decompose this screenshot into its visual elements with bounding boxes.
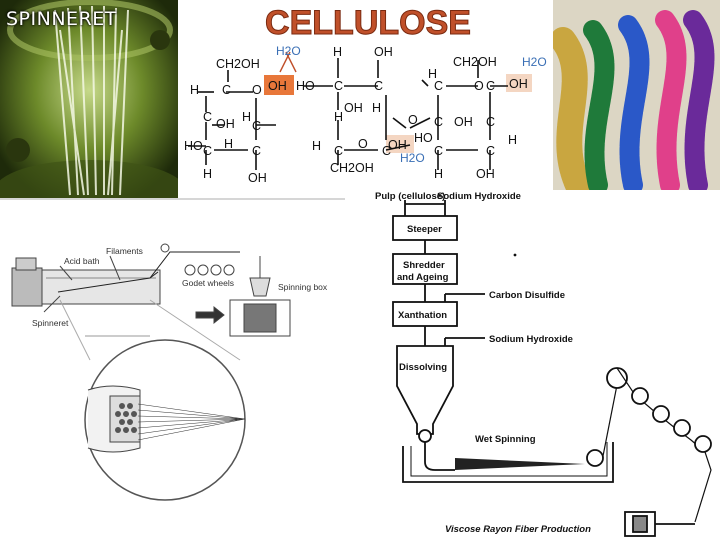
c-atom: C [486,79,495,93]
viscose-process-flowchart: Pulp (cellulose) Sodium Hydroxide Steepe… [345,190,720,540]
bond-lines [188,58,508,170]
godet-wheels-label: Godet wheels [182,278,234,288]
spinning-process-drawing: Acid bath Filaments Godet wheels Spinnin… [11,243,328,501]
oh-highlight-box [264,75,294,95]
acid-bath-label: Acid bath [64,256,100,266]
h-atom: H [372,101,381,115]
filaments-label: Filaments [106,246,143,256]
oh-highlighted: OH [268,79,287,93]
speck [513,253,517,257]
yarn-skein [553,27,591,190]
oh-label: OH [476,167,495,181]
c-atom: C [434,115,443,129]
input-carbon-disulfide: Carbon Disulfide [489,290,565,301]
step-steeper: Steeper [407,224,442,235]
c-atom: C [382,144,391,158]
o-atom: O [408,113,418,127]
step-ageing: and Ageing [397,272,449,283]
h-atom: H [190,83,199,97]
o-atom: O [358,137,368,151]
oh-faded: OH [388,138,407,152]
cellulose-structure: CELLULOSE [178,0,553,190]
c-atom: C [334,144,343,158]
dissolving-tank [396,345,454,435]
h-atom: H [508,133,517,147]
reaction-arrows [279,51,297,73]
h-atom: H [312,139,321,153]
c-atom: C [252,119,261,133]
wet-spinning-diagram: Acid bath Filaments Godet wheels Spinnin… [0,198,345,542]
spinneret-photo: SPINNERET [0,0,178,200]
water-label: H2O [400,151,425,165]
ho-label: HO [296,79,315,93]
cellulose-diagram: CELLULOSE [184,4,547,186]
ho-label: HO [414,131,433,145]
c-atom: C [434,144,443,158]
cellulose-title: CELLULOSE [265,4,471,42]
h-atom: H [333,45,342,59]
rayon-yarn-photo [553,0,720,190]
c-atom: C [334,79,343,93]
ch2oh-label: CH2OH [453,55,497,69]
h-atom: H [242,110,251,124]
input-sodium-hydroxide-2: Sodium Hydroxide [489,334,573,345]
yarn-skein [683,10,715,190]
c-atom: C [203,144,212,158]
ch2oh-label: CH2OH [216,57,260,71]
h-atom: H [203,167,212,181]
h-atom: H [334,110,343,124]
shredder-box [392,253,458,285]
oh-label: OH [454,115,473,129]
spinning-box-label: Spinning box [278,282,328,292]
oh-label: OH [344,101,363,115]
process-drawing: Pulp (cellulose) Sodium Hydroxide Steepe… [375,191,712,537]
oh-faded-box-2 [506,74,532,92]
yarn-skeins-image [553,0,720,190]
c-atom: C [252,144,261,158]
xanthation-box [392,301,458,327]
water-label: H2O [522,55,547,69]
input-pulp: Pulp (cellulose) [375,191,445,202]
ch2oh-label: CH2OH [330,161,374,175]
spinneret-label: Spinneret [32,318,69,328]
o-atom: O [474,79,484,93]
o-atom: O [252,83,262,97]
step-dissolving: Dissolving [399,362,447,373]
h-atom: H [428,67,437,81]
c-atom: C [434,79,443,93]
input-sodium-hydroxide-1: Sodium Hydroxide [437,191,521,202]
oh-label: OH [216,117,235,131]
spinneret-image [0,0,178,200]
ho-label: HO [184,139,203,153]
step-xanthation: Xanthation [398,310,447,321]
oh-label: OH [248,171,267,185]
yarn-skein [583,20,615,190]
oh-faded: OH [509,77,528,91]
yarn-skein [655,10,687,190]
h-atom: H [224,137,233,151]
steeper-box [392,215,458,241]
water-label: H2O [276,44,301,58]
yarn-skein [618,15,650,190]
h-atom: H [434,167,443,181]
step-wet-spinning: Wet Spinning [475,434,536,445]
c-atom: C [486,115,495,129]
c-atom: C [486,144,495,158]
c-atom: C [203,110,212,124]
c-atom: C [374,79,383,93]
step-shredder: Shredder [403,260,445,271]
c-atom: C [222,83,231,97]
spinneret-label: SPINNERET [6,8,117,30]
oh-label: OH [374,45,393,59]
diagram-caption: Viscose Rayon Fiber Production [445,524,591,535]
